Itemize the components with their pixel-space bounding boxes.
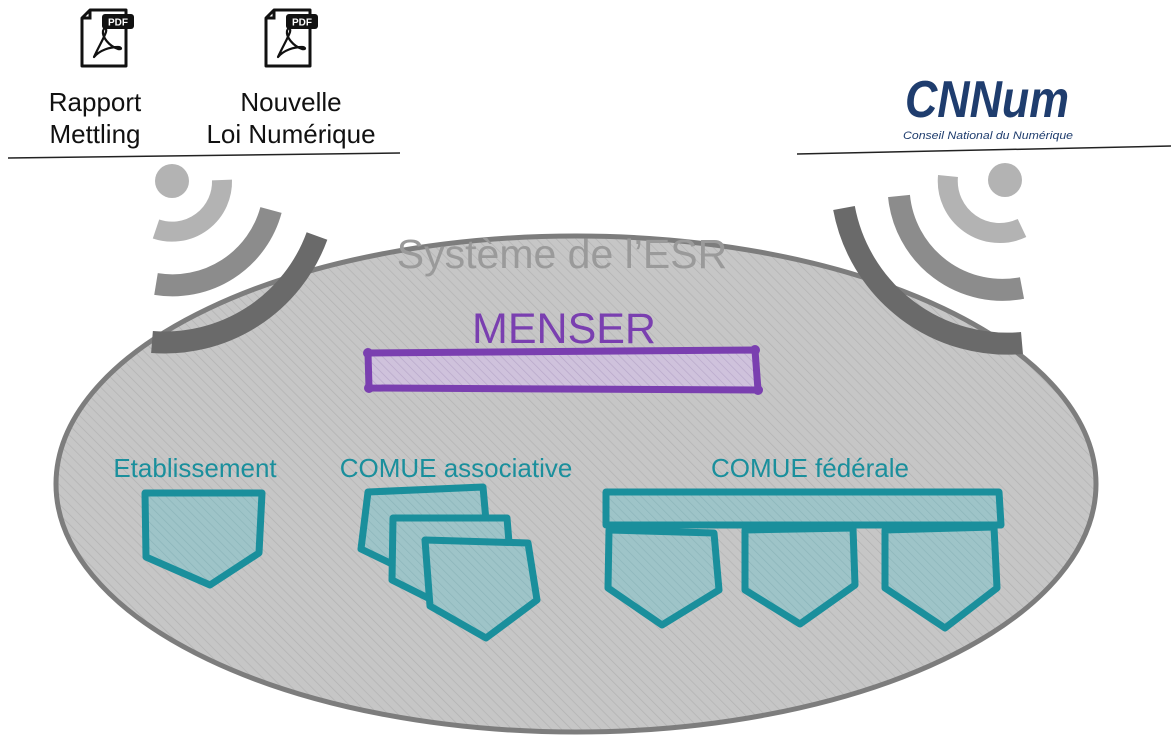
menser-corner-dots <box>363 345 763 395</box>
etablissement-label: Etablissement <box>113 453 277 483</box>
document-nouvelle-loi-numerique[interactable]: PDF Nouvelle Loi Numérique <box>206 8 376 149</box>
documents-baseline <box>7 152 401 159</box>
pdf-file-icon: PDF <box>80 8 134 68</box>
cnnum-logo-subtitle: Conseil National du Numérique <box>903 130 1073 142</box>
comue-associative-shields <box>357 483 541 642</box>
logo-baseline <box>796 145 1171 155</box>
signal-waves-right-icon <box>833 163 1027 355</box>
document-rapport-mettling[interactable]: PDF Rapport Mettling <box>49 8 142 149</box>
document-title-line1: Nouvelle <box>240 87 341 117</box>
etablissement-shield <box>141 489 266 589</box>
document-title-line2: Loi Numérique <box>206 119 375 149</box>
esr-system-title: Système de l’ESR <box>397 231 727 277</box>
pdf-badge: PDF <box>108 18 128 29</box>
pdf-badge: PDF <box>292 18 312 29</box>
document-title-line2: Mettling <box>49 119 140 149</box>
menser-label: MENSER <box>472 305 656 353</box>
signal-waves-left-icon <box>151 164 328 354</box>
menser-box <box>364 346 762 394</box>
document-title-line1: Rapport <box>49 87 142 117</box>
comue-federale-label: COMUE fédérale <box>711 453 909 483</box>
pdf-file-icon: PDF <box>264 8 318 68</box>
comue-associative-label: COMUE associative <box>340 453 573 483</box>
comue-federale-structure <box>602 488 1005 632</box>
cnnum-logo-mark: CNNum <box>905 71 1069 129</box>
cnnum-logo: CNNum Conseil National du Numérique <box>903 71 1073 142</box>
esr-system-ellipse <box>53 233 1099 735</box>
